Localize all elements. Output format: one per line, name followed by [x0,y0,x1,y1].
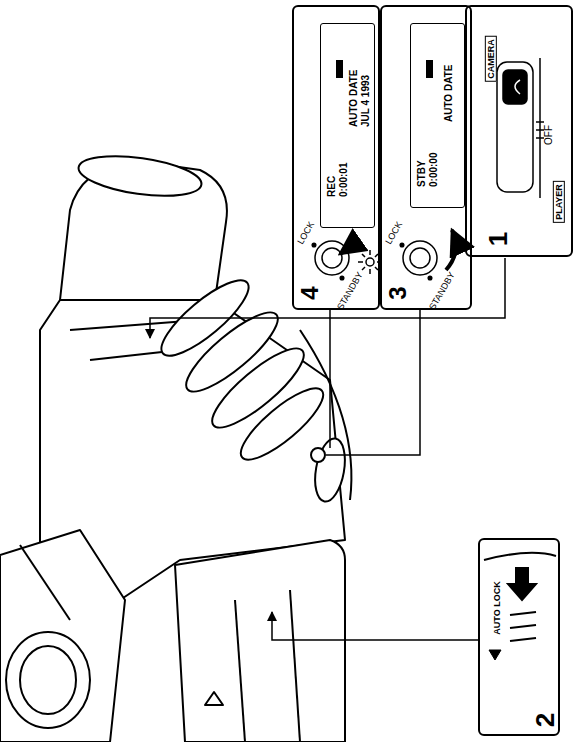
switch-label: CAMERA [485,36,497,82]
auto-lock-detail-part [510,625,536,628]
sun-symbol-part [369,250,371,255]
hand [152,270,351,504]
camera-body-part [0,530,125,742]
standby-dial-part [340,276,344,280]
sun-symbol-part [375,267,378,270]
standby-dial-part [403,241,437,275]
standby-dial-part [410,248,430,268]
sun-symbol-part [366,258,374,266]
battery-indicator-part [426,60,433,78]
auto-lock-detail-part [508,568,536,600]
standby-dial-part [400,243,404,247]
lcd-readout: AUTO DATE JUL 4 1993 [348,61,371,127]
part-label: AUTO LOCK [492,581,502,634]
standby-dial-part [428,276,432,280]
sun-symbol-part [362,267,365,270]
leader-line [150,258,505,640]
lcd-screen: STBY 0:00:00 AUTO DATE [410,23,465,208]
battery-pack-part [235,600,245,742]
sun-symbol-part [375,254,378,257]
auto-lock-detail-part [510,612,536,615]
mode-switch [497,58,544,198]
lcd-screen: REC 0:00:01 AUTO DATE JUL 4 1993 [320,23,375,228]
camera-body-part [6,632,90,728]
standby-dial-part [340,240,360,254]
callout-number: 4 [296,286,324,299]
standby-dial-part [312,243,316,247]
leader-line-part [329,310,331,448]
battery-pack [175,540,345,742]
standby-dial-part [322,248,342,268]
auto-lock-detail [484,553,556,660]
dial-label: LOCK [383,220,404,246]
standby-dial-part [315,241,349,275]
leader-line-part [272,612,478,640]
battery-indicator-part [336,60,343,78]
sun-symbol-part [369,269,371,274]
lcd-readout: REC 0:00:01 [326,151,349,197]
mode-switch-part [497,62,533,192]
lcd-readout: STBY 0:00:00 [416,141,439,187]
sun-symbol-part [358,261,363,263]
auto-lock-detail-part [484,553,556,560]
dial-label: LOCK [295,220,316,246]
mode-switch-part [539,58,541,198]
step-panel: 2 AUTO LOCK [478,538,560,736]
mode-switch-part [536,129,544,131]
mode-switch-part [515,80,520,94]
battery-pack-part [205,692,223,705]
camera-body-part [20,646,76,714]
step-panel: 4 LOCK STANDBY REC 0:00:01 AUTO DATE JUL 4 1… [292,5,380,310]
camera-body-part [20,545,70,620]
callout-number: 3 [384,286,412,299]
step-panel: 3 LOCK STANDBY STBY 0:00:00 AUTO DATE [380,5,472,310]
hand-part [232,378,332,469]
callout-number: 2 [531,713,561,727]
step-panel: 1 CAMERA OFF PLAYER [465,5,573,257]
standby-dial-part [446,230,456,270]
sun-symbol-part [362,254,365,257]
dial-label: STANDBY [335,270,365,311]
auto-lock-detail-part [510,638,536,641]
camera-body-part [76,150,204,203]
mode-switch-part [536,121,544,123]
lcd-readout: AUTO DATE [443,58,455,122]
dial-label: STANDBY [427,270,457,311]
mode-switch-part [503,70,527,104]
switch-label: OFF [543,125,555,145]
battery-pack-part [175,540,345,742]
callout-number: 1 [484,232,514,246]
leader-line-part [326,310,420,455]
auto-lock-detail-part [489,650,501,660]
mode-switch-part [536,137,544,139]
battery-pack-part [290,590,300,742]
switch-label: PLAYER [553,181,565,223]
hand-part [311,448,325,462]
